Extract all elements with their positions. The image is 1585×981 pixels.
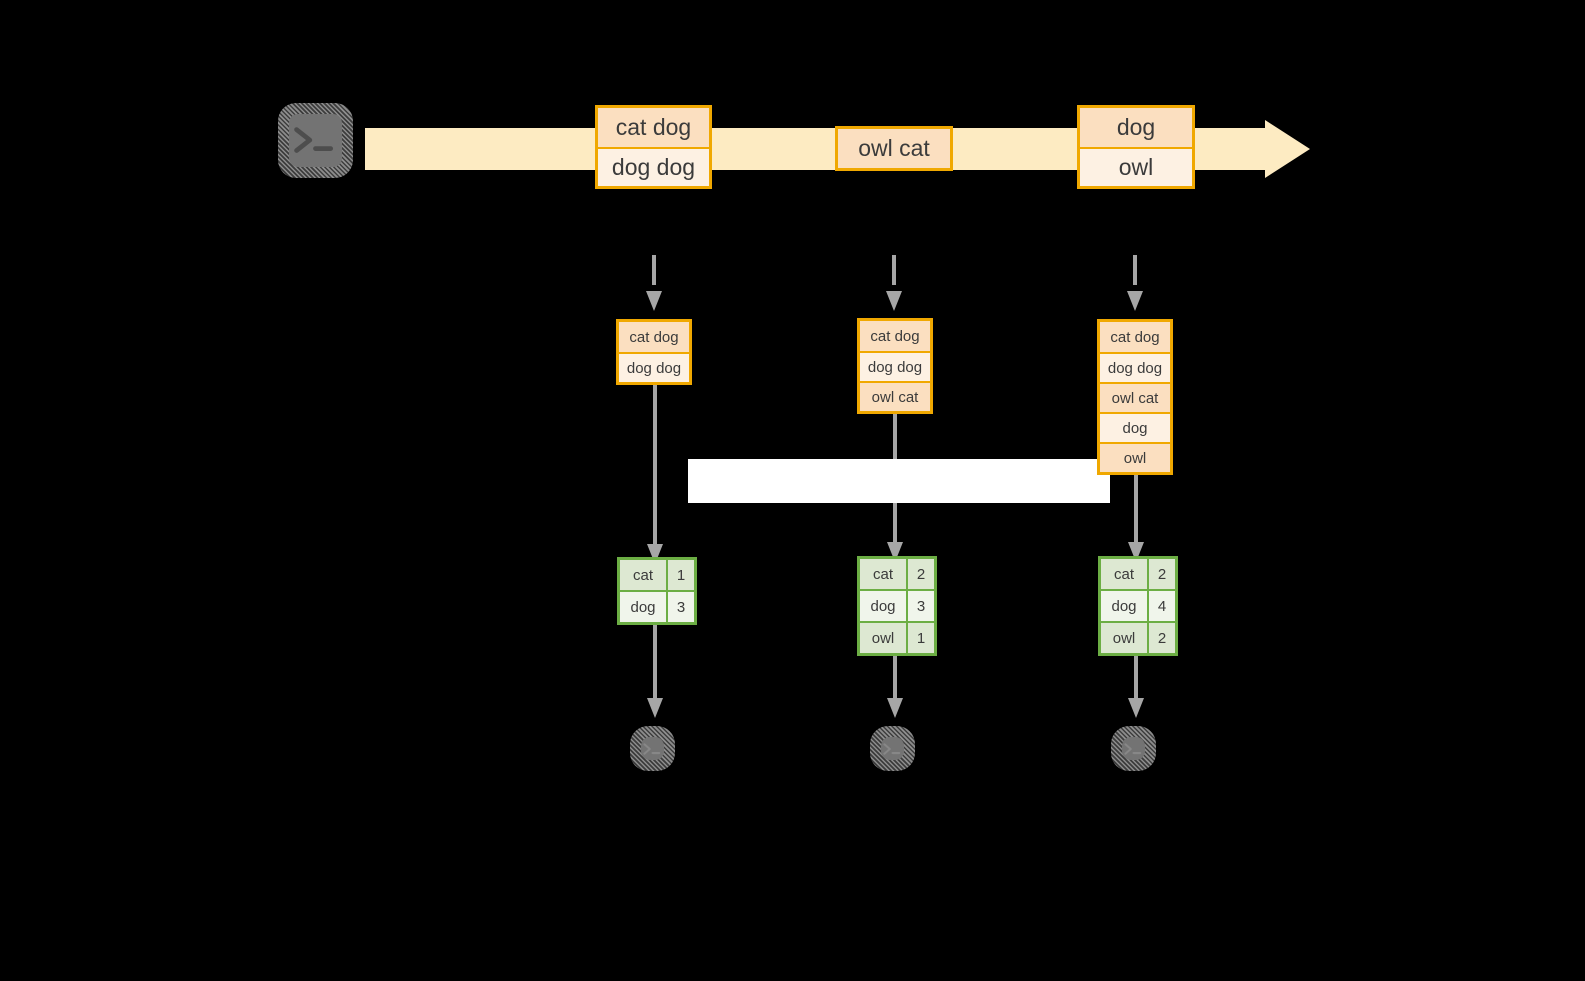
result-word: dog xyxy=(620,592,666,622)
result-word: dog xyxy=(1101,591,1147,621)
sink-terminal-3[interactable] xyxy=(1111,726,1156,771)
query-band: word count query xyxy=(688,459,1110,503)
result-row: owl 1 xyxy=(860,621,934,653)
result-word: owl xyxy=(1101,623,1147,653)
result-row: dog 4 xyxy=(1101,589,1175,621)
batch-stack-1[interactable]: cat dog dog dog xyxy=(616,319,692,385)
result-count: 4 xyxy=(1147,591,1175,621)
stream-record: owl cat xyxy=(838,129,950,168)
result-row: cat 2 xyxy=(1101,559,1175,589)
result-word: owl xyxy=(860,623,906,653)
stream-record: owl xyxy=(1080,147,1192,186)
batch-record: owl xyxy=(1100,442,1170,472)
result-row: dog 3 xyxy=(620,590,694,622)
stream-record: dog xyxy=(1080,108,1192,147)
batch-record: owl cat xyxy=(1100,382,1170,412)
batch-record: dog dog xyxy=(1100,352,1170,382)
stream-record: cat dog xyxy=(598,108,709,147)
ingest-arrow-1 xyxy=(644,255,664,315)
sink-terminal-2[interactable] xyxy=(870,726,915,771)
sink-arrow-2 xyxy=(885,650,905,720)
stream-record: dog dog xyxy=(598,147,709,186)
result-count: 2 xyxy=(906,559,934,589)
result-count: 3 xyxy=(666,592,694,622)
batch-record: dog xyxy=(1100,412,1170,442)
result-word: cat xyxy=(620,560,666,590)
terminal-prompt-icon xyxy=(641,737,664,760)
result-count: 1 xyxy=(906,623,934,653)
result-word: cat xyxy=(860,559,906,589)
query-label: word count query xyxy=(783,464,1015,497)
batch-record: dog dog xyxy=(619,352,689,382)
batch-record: cat dog xyxy=(860,321,930,351)
result-count: 2 xyxy=(1147,623,1175,653)
terminal-screen xyxy=(881,737,904,760)
batch-record: cat dog xyxy=(1100,322,1170,352)
stream-event-group-1[interactable]: cat dog dog dog xyxy=(595,105,712,189)
terminal-prompt-icon xyxy=(1122,737,1145,760)
result-table-3[interactable]: cat 2 dog 4 owl 2 xyxy=(1098,556,1178,656)
stream-event-group-2[interactable]: owl cat xyxy=(835,126,953,171)
query-arrow-1 xyxy=(645,384,665,566)
result-row: dog 3 xyxy=(860,589,934,621)
terminal-screen xyxy=(289,114,342,167)
stream-event-group-3[interactable]: dog owl xyxy=(1077,105,1195,189)
query-arrow-3 xyxy=(1126,474,1146,564)
batch-record: owl cat xyxy=(860,381,930,411)
result-table-2[interactable]: cat 2 dog 3 owl 1 xyxy=(857,556,937,656)
batch-stack-3[interactable]: cat dog dog dog owl cat dog owl xyxy=(1097,319,1173,475)
result-row: owl 2 xyxy=(1101,621,1175,653)
ingest-arrow-3 xyxy=(1125,255,1145,315)
result-count: 3 xyxy=(906,591,934,621)
result-row: cat 2 xyxy=(860,559,934,589)
terminal-prompt-icon xyxy=(289,114,342,167)
terminal-screen xyxy=(641,737,664,760)
sink-arrow-1 xyxy=(645,620,665,720)
batch-record: cat dog xyxy=(619,322,689,352)
batch-record: dog dog xyxy=(860,351,930,381)
source-terminal[interactable] xyxy=(278,103,353,178)
result-table-1[interactable]: cat 1 dog 3 xyxy=(617,557,697,625)
result-word: cat xyxy=(1101,559,1147,589)
sink-terminal-1[interactable] xyxy=(630,726,675,771)
result-row: cat 1 xyxy=(620,560,694,590)
batch-stack-2[interactable]: cat dog dog dog owl cat xyxy=(857,318,933,414)
result-count: 1 xyxy=(666,560,694,590)
ingest-arrow-2 xyxy=(884,255,904,315)
sink-arrow-3 xyxy=(1126,650,1146,720)
result-word: dog xyxy=(860,591,906,621)
terminal-screen xyxy=(1122,737,1145,760)
result-count: 2 xyxy=(1147,559,1175,589)
terminal-prompt-icon xyxy=(881,737,904,760)
